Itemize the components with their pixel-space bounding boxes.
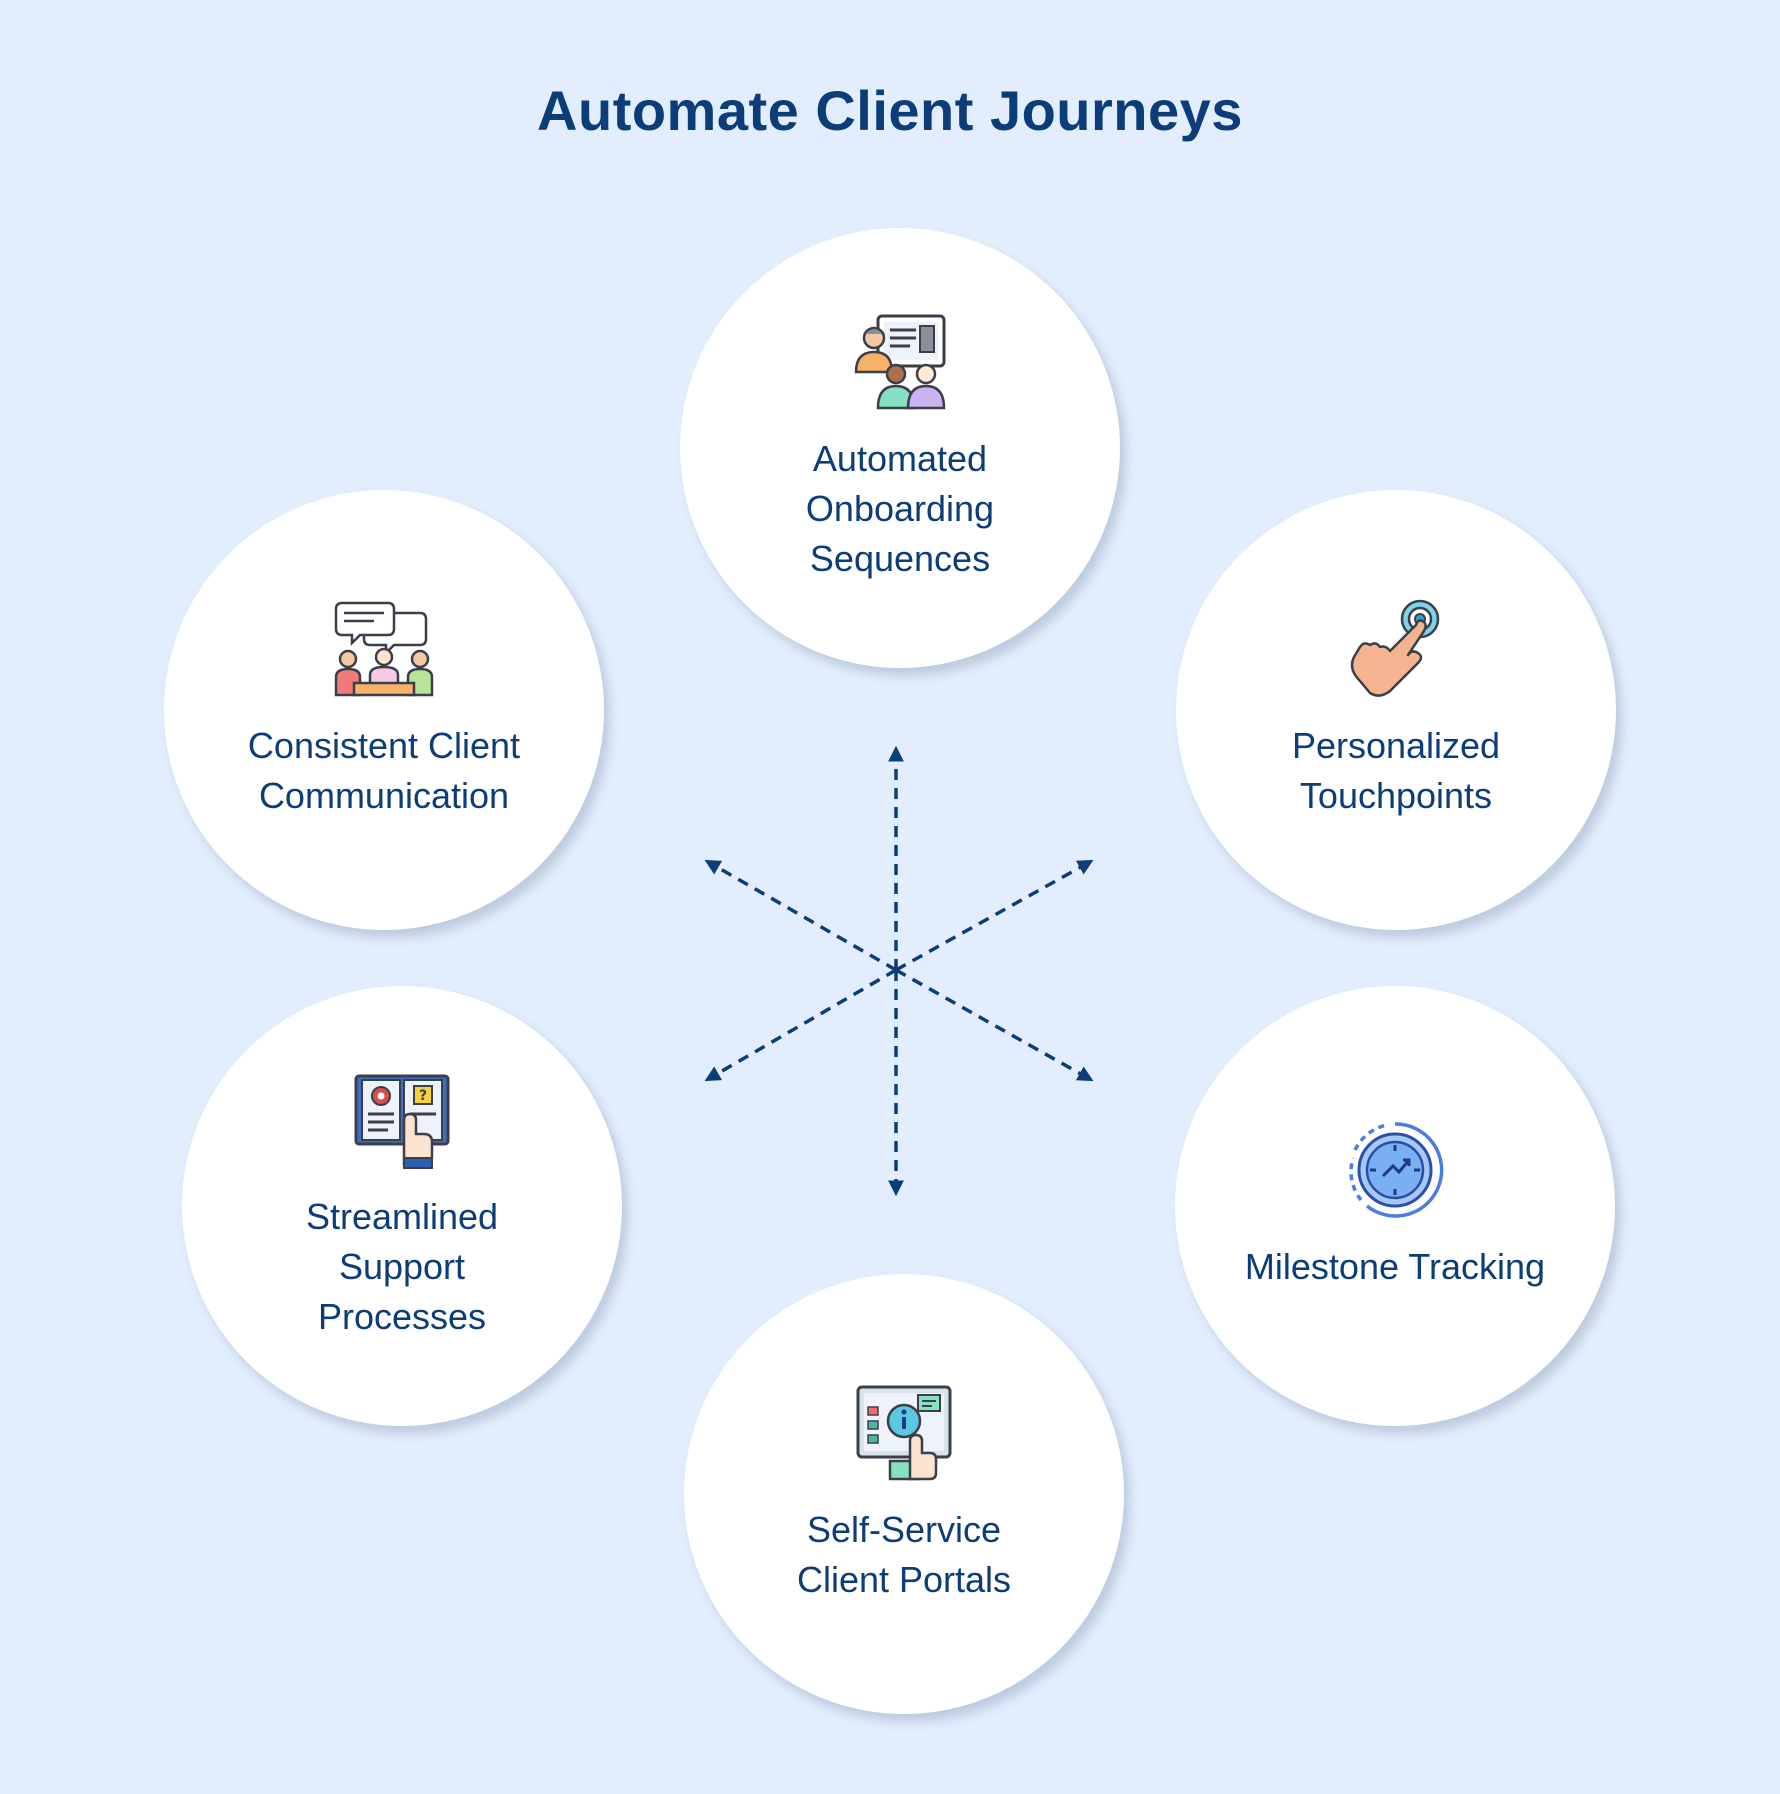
node-personalized-touchpoints: Personalized Touchpoints	[1176, 490, 1616, 930]
help-book-touch-icon: ?	[354, 1074, 450, 1169]
arrow-up-right	[895, 859, 1094, 972]
node-milestone-tracking: Milestone Tracking	[1175, 986, 1615, 1426]
arrow-down-left	[704, 968, 897, 1082]
node-label: Self-Service Client Portals	[796, 1509, 1012, 1600]
node-self-service-portals: Self-Service Client Portals	[684, 1274, 1124, 1714]
node-label: Consistent Client Communication	[247, 725, 521, 816]
diagram-title: Automate Client Journeys	[537, 79, 1243, 142]
arrow-up-left	[704, 859, 897, 972]
node-automated-onboarding: Automated Onboarding Sequences	[680, 228, 1120, 668]
clock-progress-icon	[1349, 1122, 1444, 1218]
node-consistent-communication: Consistent Client Communication	[164, 490, 604, 930]
finger-tap-icon	[1350, 599, 1440, 697]
node-label: Automated Onboarding Sequences	[805, 438, 995, 579]
node-streamlined-support: ? Streamlined Support Processes	[182, 986, 622, 1426]
presentation-team-icon	[854, 314, 946, 410]
svg-text:?: ?	[419, 1088, 427, 1104]
node-label: Streamlined Support Processes	[305, 1196, 499, 1337]
info-screen-touch-icon	[856, 1385, 952, 1481]
node-label: Milestone Tracking	[1244, 1246, 1546, 1287]
node-label: Personalized Touchpoints	[1291, 725, 1501, 816]
team-chat-icon	[334, 601, 434, 697]
arrow-down-right	[895, 968, 1094, 1082]
